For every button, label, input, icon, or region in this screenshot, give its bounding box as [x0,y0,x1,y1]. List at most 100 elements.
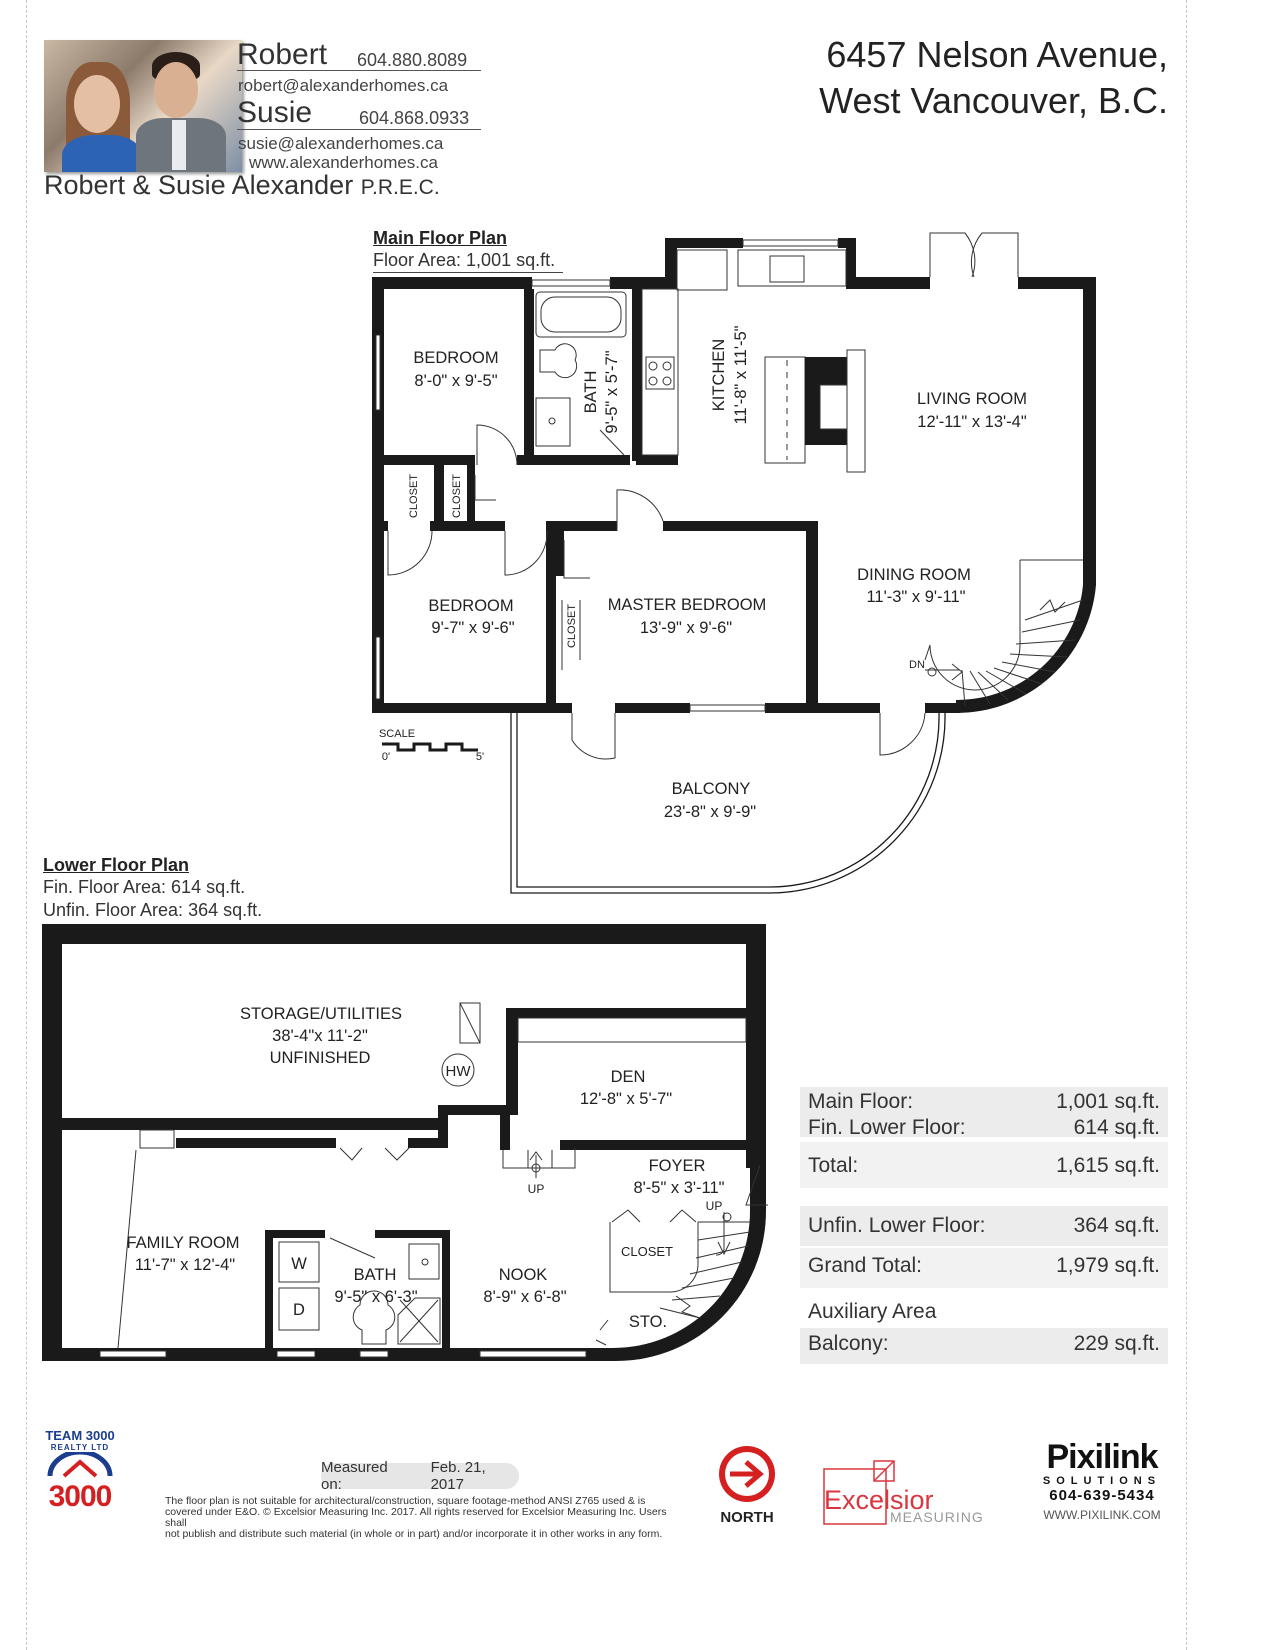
room-name: BEDROOM [428,597,513,615]
door [599,429,625,456]
wall [42,924,62,1361]
wall [442,1230,450,1350]
area-value: 364 sq.ft. [1073,1214,1160,1237]
measuring-text: MEASURING [890,1509,984,1525]
measured-label: Measured on: [321,1459,388,1493]
wall [176,1138,336,1148]
washer-label: W [291,1255,307,1273]
agent-name-robert: Robert [237,38,328,71]
window [375,636,381,700]
stair-label: DN [909,659,925,671]
area-row-fin-lower: Fin. Lower Floor: 614 sq.ft. [800,1116,1168,1140]
measured-date-pill: Measured on: Feb. 21, 2017 [321,1459,519,1493]
wall [663,521,818,531]
wall [438,1105,510,1115]
team-name-text: Robert & Susie Alexander [44,170,354,200]
pixilink-phone[interactable]: 604-639-5434 [1049,1487,1155,1504]
wall [524,289,534,461]
shower [397,1297,441,1345]
wall [380,521,388,531]
area-row-bg [800,1328,1168,1364]
room-dims: 23'-8" x 9'-9" [664,803,756,821]
washer [278,1241,320,1283]
room-dims: 11'-3" x 9'-11" [866,588,965,606]
curved-wall [956,555,1096,714]
wall [372,277,384,713]
area-label: Fin. Lower Floor: [808,1116,966,1139]
address-line1: 6457 Nelson Avenue, [826,34,1168,75]
area-row-balcony: Balcony: 229 sq.ft. [800,1332,1168,1356]
curved-wall [590,1150,767,1361]
agent-phone-robert[interactable]: 604.880.8089 [357,50,468,70]
wall [434,461,444,531]
wall [506,1008,518,1115]
stair-up-label: UP [706,1199,723,1213]
stair-treads [659,1221,751,1319]
family-room-line [117,1149,137,1349]
wall [665,238,677,289]
balcony-door [571,713,616,760]
closet [609,1222,699,1293]
wall [846,277,930,289]
wall [380,455,475,465]
room-dims: 11'-7" x 12'-4" [135,1256,235,1274]
page-edge-left [26,0,27,1650]
scale-label: SCALE [379,728,415,740]
agent-phone-susie[interactable]: 604.868.0933 [359,108,470,128]
dryer-label: D [293,1301,305,1319]
wall [636,455,678,465]
area-label: Grand Total: [808,1254,923,1277]
scale-bar [382,742,478,752]
utility-box [459,1002,481,1044]
team-logo-sub: REALTY LTD [50,1443,110,1452]
agent-email-susie[interactable]: susie@alexanderhomes.ca [238,134,444,153]
wall [1018,277,1096,289]
wall [42,1348,602,1361]
area-value: 614 sq.ft. [1073,1116,1160,1139]
wall [806,521,818,706]
team-logo-house-icon [47,1449,113,1478]
fireplace-hearth [846,349,866,473]
team-name: Robert & Susie Alexander P.R.E.C. [44,170,440,201]
wall [746,1008,766,1168]
scale-end: 5' [476,751,484,763]
agent-name-susie: Susie [237,96,313,129]
wall [42,924,766,944]
pixilink-logo: Pixilink SOLUTIONS 604-639-5434 WWW.PIXI… [1036,1439,1168,1522]
wall [547,521,617,531]
wall [556,531,564,576]
wall [62,1118,442,1130]
pixilink-url[interactable]: WWW.PIXILINK.COM [1043,1508,1161,1522]
excelsior-logo: Excelsior MEASURING [822,1459,987,1527]
stair-arrow [529,1151,543,1178]
main-floor-underline [373,272,563,273]
bathtub [535,291,627,338]
room-dims: 8'-9" x 6'-8" [483,1288,566,1306]
closet-label: CLOSET [621,1244,673,1259]
room-dims: 13'-9" x 9'-6" [640,619,732,637]
window [359,1350,389,1358]
room-dims: 12'-11" x 13'-4" [917,413,1027,431]
area-row-main: Main Floor: 1,001 sq.ft. [800,1090,1168,1114]
wall [925,703,960,713]
agent-email-robert[interactable]: robert@alexanderhomes.ca [238,76,449,95]
wall [615,703,690,713]
wall [546,521,556,706]
area-label: Balcony: [808,1332,889,1355]
lower-floor-title: Lower Floor Plan [43,855,190,875]
area-row-bg [800,1087,1168,1137]
agent-website[interactable]: www.alexanderhomes.ca [249,153,438,172]
disclaimer-line: not publish and distribute such material… [165,1528,663,1540]
room-name: BEDROOM [413,349,498,367]
stair-arrow [925,663,963,681]
window [276,1350,316,1358]
wall [265,1230,325,1238]
wall [610,277,668,289]
team-designation: P.R.E.C. [360,176,440,199]
toilet [352,1290,396,1345]
disclaimer-line: The floor plan is not suitable for archi… [165,1495,646,1507]
wall [430,521,505,531]
den-shelf [517,1017,747,1043]
hot-water-tank [441,1053,475,1087]
